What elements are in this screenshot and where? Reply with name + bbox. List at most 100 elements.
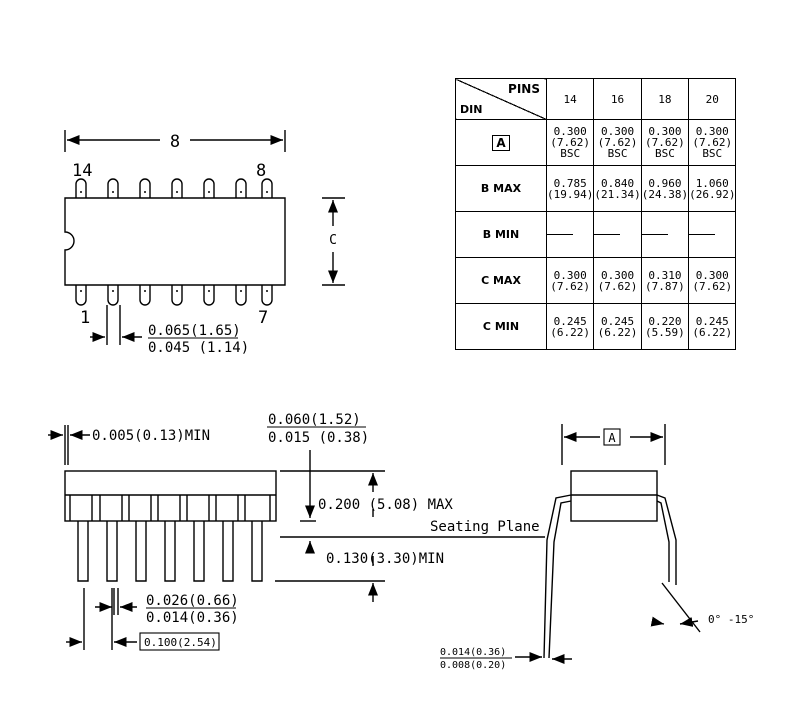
lead-width-max-label: 0.026(0.66): [146, 593, 239, 609]
width-c-label: C: [329, 233, 337, 248]
thickness-max-label: 0.014(0.36): [440, 647, 506, 658]
cell-value: (7.62): [597, 136, 638, 149]
cell-value: (7.62): [550, 279, 591, 293]
dash-mark: [547, 234, 573, 235]
pin-count-header: 20: [688, 78, 737, 120]
table-cell: 0.785(19.94): [545, 165, 595, 212]
table-cell: [640, 211, 690, 258]
cell-value: 0.300: [695, 268, 729, 282]
row-label-cell: B MIN: [455, 211, 547, 258]
cell-value: 1.060: [695, 176, 729, 190]
cell-value: (7.62): [597, 279, 638, 293]
cell-value: (6.22): [550, 325, 591, 339]
table-corner-cell: PINS DIN: [455, 78, 547, 120]
table-row: B MIN: [455, 211, 737, 258]
cell-value: 0.960: [648, 176, 682, 190]
row-label-cell: B MAX: [455, 165, 547, 212]
cell-value: 0.245: [553, 314, 587, 328]
row-label-cell: A: [455, 119, 547, 166]
row-label: B MIN: [482, 228, 520, 241]
cell-value: 0.300: [553, 268, 587, 282]
cell-value: BSC: [702, 147, 723, 160]
cell-value: 0.300: [600, 268, 635, 282]
cell-value: (26.92): [689, 187, 736, 201]
cell-value: (7.62): [692, 279, 733, 293]
table-header-row: PINS DIN 14 16 18 20: [455, 78, 737, 120]
cell-value: 0.840: [600, 176, 635, 190]
table-cell: 0.300(7.62)BSC: [545, 119, 595, 166]
table-cell: [545, 211, 595, 258]
end-width-box: [603, 428, 621, 446]
length-label: 8: [170, 132, 180, 152]
table-cell: [688, 211, 737, 258]
table-cell: 0.840(21.34): [593, 165, 642, 212]
end-width-label: A: [608, 431, 616, 445]
pitch-min-label: 0.045 (1.14): [148, 340, 249, 356]
height-max-label: 0.200 (5.08) MAX: [318, 497, 453, 513]
cell-value: (5.59): [645, 325, 685, 339]
dash-mark: [689, 234, 716, 235]
row-label-cell: C MIN: [455, 303, 547, 350]
table-cell: 0.300(7.62): [593, 257, 642, 304]
row-label: C MIN: [482, 320, 520, 333]
cell-value: (6.22): [692, 325, 733, 339]
dip-body-top: [64, 197, 286, 286]
right-lead: [656, 494, 677, 585]
end-view: [440, 424, 701, 665]
table-cell: 0.300(7.62)BSC: [593, 119, 642, 166]
pin-7-label: 7: [258, 308, 268, 328]
shoulder-min-label: 0.015 (0.38): [268, 430, 369, 446]
cell-value: 0.785: [553, 176, 587, 190]
cell-value: BSC: [654, 147, 675, 160]
pin-8-label: 8: [256, 161, 266, 181]
table-cell: 0.245(6.22): [593, 303, 642, 350]
table-cell: 0.300(7.62)BSC: [688, 119, 737, 166]
table-cell: 0.300(7.62): [688, 257, 737, 304]
side-body: [64, 470, 277, 522]
table-cell: 0.300(7.62): [545, 257, 595, 304]
dash-mark: [594, 234, 621, 235]
lead-width-min-label: 0.014(0.36): [146, 610, 239, 626]
left-lead: [543, 494, 572, 659]
table-cell: 0.220(5.59): [640, 303, 690, 350]
shoulder-max-label: 0.060(1.52): [268, 412, 361, 428]
cell-value: (19.94): [547, 187, 594, 201]
cell-value: BSC: [560, 147, 581, 160]
dash-mark: [641, 234, 668, 235]
pin-1-label: 1: [80, 308, 90, 328]
table-cell: 0.245(6.22): [688, 303, 737, 350]
bottom-pins: [75, 285, 273, 306]
pins-header: PINS: [508, 82, 540, 96]
side-leads: [69, 495, 271, 582]
table-cell: 0.300(7.62)BSC: [640, 119, 690, 166]
row-label-cell: C MAX: [455, 257, 547, 304]
cell-value: (7.62): [645, 136, 685, 149]
table-cell: 1.060(26.92): [688, 165, 737, 212]
pin-count-header: 18: [640, 78, 690, 120]
cell-value: 0.220: [648, 314, 682, 328]
cell-value: (7.87): [645, 279, 685, 293]
row-label: A: [492, 134, 510, 151]
table-cell: 0.245(6.22): [545, 303, 595, 350]
row-label: B MAX: [480, 182, 522, 195]
cell-value: 0.245: [695, 314, 729, 328]
cell-value: 0.310: [648, 268, 682, 282]
cell-value: 0.300: [600, 125, 635, 138]
cell-value: (7.62): [550, 136, 591, 149]
table-cell: [593, 211, 642, 258]
lead-pitch-box: [139, 632, 220, 651]
side-view: [48, 425, 545, 651]
pitch-max-label: 0.065(1.65): [148, 323, 241, 339]
pin-count-header: 14: [545, 78, 595, 120]
labels: 8 14 8 1 7 C 0.065(1.65) 0.045 (1.14) 0.…: [72, 132, 754, 671]
cell-value: 0.300: [695, 125, 729, 138]
cell-value: BSC: [607, 147, 628, 160]
din-header: DIN: [460, 103, 483, 116]
thickness-min-label: 0.008(0.20): [440, 660, 506, 671]
lead-pitch-label: 0.100(2.54): [144, 636, 217, 649]
row-label: C MAX: [481, 274, 521, 287]
